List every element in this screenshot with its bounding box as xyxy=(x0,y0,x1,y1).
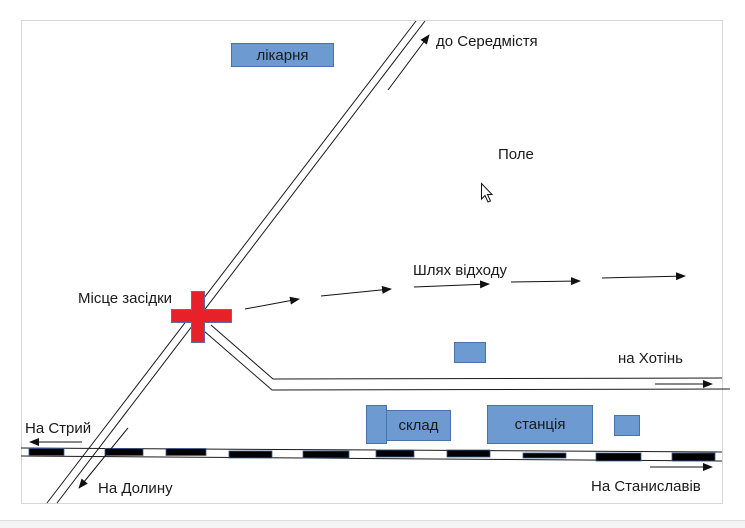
retreat-arrow xyxy=(244,296,300,310)
retreat-path-label: Шлях відходу xyxy=(413,262,507,279)
retreat-arrow xyxy=(413,280,490,289)
railway xyxy=(20,447,723,462)
bottom-divider xyxy=(0,520,745,528)
warehouse-building: склад xyxy=(386,410,451,441)
mouse-pointer-icon xyxy=(481,182,494,203)
station-label: станція xyxy=(514,416,566,433)
small-building xyxy=(614,415,640,436)
rail-tie xyxy=(228,450,273,459)
to-dolyna-label: На Долину xyxy=(98,480,173,497)
retreat-path xyxy=(244,272,686,310)
rail-tie xyxy=(671,452,716,462)
hospital-building: лікарня xyxy=(231,43,334,67)
rail-tie xyxy=(104,448,144,456)
rail-tie xyxy=(375,449,415,458)
station-building: станція xyxy=(487,405,593,444)
rail-tie xyxy=(522,452,567,459)
warehouse-annex xyxy=(366,405,387,444)
to-center-label: до Середмістя xyxy=(436,33,538,50)
khotin-road xyxy=(203,324,731,391)
rail-tie xyxy=(165,448,207,456)
warehouse-label: склад xyxy=(398,417,439,434)
small-building xyxy=(454,342,486,363)
rail-tie xyxy=(595,452,642,462)
rail-tie xyxy=(302,450,350,459)
to-stanislaviv-label: На Станиславів xyxy=(591,478,701,495)
field-label: Поле xyxy=(498,146,534,163)
retreat-arrow xyxy=(601,272,686,281)
main-road xyxy=(46,20,426,504)
hospital-label: лікарня xyxy=(256,46,309,64)
retreat-arrow xyxy=(320,285,392,297)
rail-tie xyxy=(28,448,65,456)
to-stryi-label: На Стрий xyxy=(25,420,92,437)
rail-tie xyxy=(446,449,491,458)
to-khotin-label: на Хотінь xyxy=(618,350,683,367)
to-dolyna-arrow xyxy=(78,427,129,489)
red-cross-icon xyxy=(171,291,232,343)
ambush-site-label: Місце засідки xyxy=(78,290,173,307)
to-center-arrow xyxy=(387,34,430,91)
retreat-arrow xyxy=(510,277,581,286)
